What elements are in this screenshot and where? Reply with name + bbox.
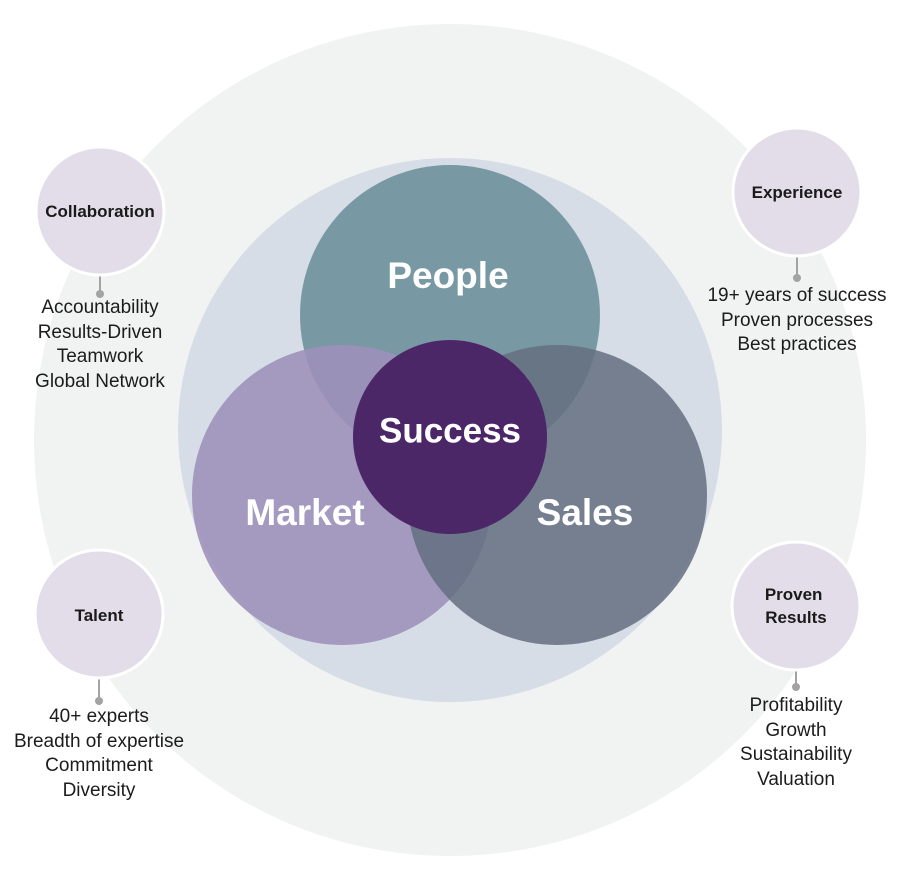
people-label: People	[387, 255, 508, 296]
proven-results-connector-dot	[792, 683, 800, 691]
collaboration-detail-item: Global Network	[35, 370, 165, 392]
proven-results-detail-item: Valuation	[757, 768, 835, 790]
experience-badge-label: Experience	[752, 183, 843, 202]
talent-detail-item: Diversity	[62, 779, 136, 801]
proven-results-details: Profitability Growth Sustainability Valu…	[706, 694, 886, 792]
experience-detail-item: Proven processes	[720, 309, 874, 331]
experience-detail-item: 19+ years of success	[707, 285, 887, 306]
proven-results-detail-item: Profitability	[749, 695, 843, 716]
proven-results-detail-item: Growth	[765, 719, 827, 741]
proven-results-badge	[730, 540, 862, 672]
collaboration-connector-dot	[96, 290, 104, 298]
talent-details: 40+ experts Breadth of expertise Commitm…	[0, 705, 198, 803]
connectors	[95, 255, 801, 705]
talent-detail-item: Commitment	[45, 755, 153, 776]
success-label: Success	[379, 411, 521, 450]
talent-badge-label: Talent	[75, 606, 124, 625]
experience-detail-item: Best practices	[737, 334, 857, 355]
proven-results-badge-label: Proven Results	[765, 585, 827, 627]
sales-label: Sales	[537, 492, 634, 533]
talent-detail-item: 40+ experts	[49, 706, 149, 727]
collaboration-detail-item: Accountability	[41, 297, 159, 318]
proven-results-detail-item: Sustainability	[740, 744, 852, 765]
talent-detail-item: Breadth of expertise	[13, 730, 185, 752]
market-label: Market	[245, 492, 364, 533]
collaboration-badge	[34, 145, 166, 277]
collaboration-details: Accountability Results-Driven Teamwork G…	[10, 296, 190, 394]
collaboration-detail-item: Teamwork	[56, 346, 144, 367]
experience-details: 19+ years of success Proven processes Be…	[687, 284, 900, 358]
talent-badge	[33, 548, 165, 680]
success-circle	[353, 340, 547, 534]
collaboration-badge-label: Collaboration	[45, 202, 155, 221]
collaboration-detail-item: Results-Driven	[37, 321, 163, 343]
experience-connector-dot	[793, 274, 801, 282]
experience-badge	[731, 126, 863, 258]
talent-connector-dot	[95, 697, 103, 705]
